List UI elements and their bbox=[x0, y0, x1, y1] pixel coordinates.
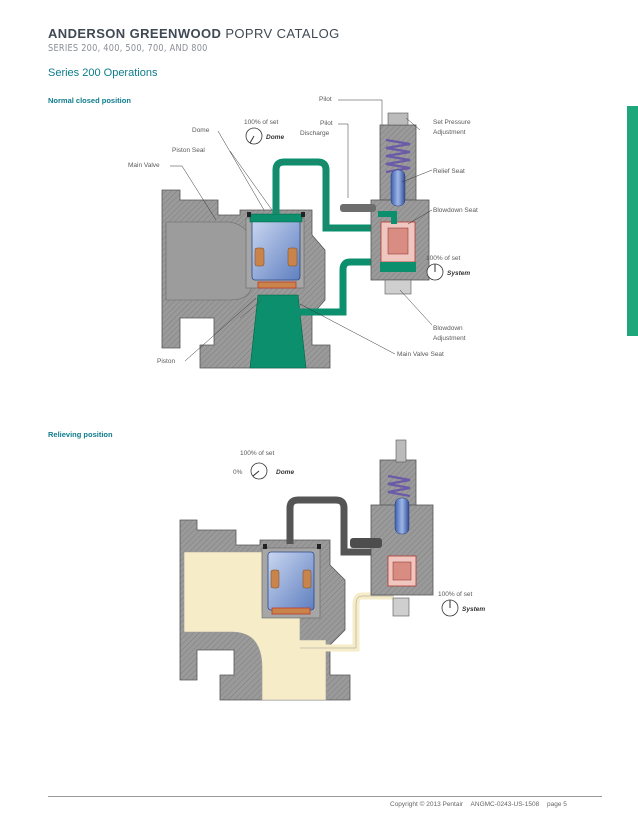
label-blowdown-adj-2: Adjustment bbox=[433, 335, 466, 342]
diagram1-main-valve bbox=[161, 158, 380, 369]
gauge2-dome-name: Dome bbox=[276, 469, 294, 476]
brand-name: ANDERSON GREENWOOD bbox=[48, 26, 222, 41]
diagram1-dome-gauge: 100% of set Dome bbox=[244, 119, 284, 145]
footer-doc-id: ANGMC-0243-US-1508 bbox=[470, 801, 540, 808]
footer-rule bbox=[48, 796, 602, 797]
label-dome: Dome bbox=[192, 127, 210, 134]
label-main-valve-seat: Main Valve Seat bbox=[397, 351, 444, 358]
label-piston-seal: Piston Seal bbox=[172, 147, 205, 154]
catalog-name: POPRV CATALOG bbox=[225, 26, 340, 41]
label-set-pressure-1: Set Pressure bbox=[433, 119, 471, 126]
section-title: Series 200 Operations bbox=[48, 67, 158, 79]
diagram2-main-valve bbox=[179, 496, 394, 701]
gauge1-dome-name: Dome bbox=[266, 134, 284, 141]
diagram2-dome-gauge: 100% of set 0% Dome bbox=[233, 450, 294, 480]
label-pilot-discharge-2: Discharge bbox=[300, 130, 330, 137]
gauge2-dome-scale: 100% of set bbox=[240, 450, 275, 457]
gauge1-dome-scale: 100% of set bbox=[244, 119, 279, 126]
series-subtitle: SERIES 200, 400, 500, 700, AND 800 bbox=[48, 43, 208, 54]
diagram1-system-gauge: 100% of set System bbox=[426, 255, 470, 281]
gauge1-system-scale: 100% of set bbox=[426, 255, 461, 262]
footer-copyright: Copyright © 2013 Pentair bbox=[390, 801, 464, 808]
gauge1-system-name: System bbox=[447, 270, 470, 277]
diagram1-title: Normal closed position bbox=[48, 96, 131, 105]
footer-page: page 5 bbox=[547, 801, 567, 808]
label-blowdown-adj-1: Blowdown bbox=[433, 325, 463, 332]
label-pilot: Pilot bbox=[319, 96, 332, 103]
side-tab-marker bbox=[627, 106, 638, 336]
gauge2-system-scale: 100% of set bbox=[438, 591, 473, 598]
label-piston: Piston bbox=[157, 358, 175, 365]
diagram2-system-gauge: 100% of set System bbox=[438, 591, 485, 617]
label-pilot-discharge-1: Pilot bbox=[320, 120, 333, 127]
label-relief-seat: Relief Seat bbox=[433, 168, 465, 175]
gauge2-system-name: System bbox=[462, 606, 485, 613]
label-main-valve: Main Valve bbox=[128, 162, 160, 169]
gauge2-dome-zero: 0% bbox=[233, 469, 243, 476]
diagram1-pilot bbox=[340, 112, 430, 295]
label-set-pressure-2: Adjustment bbox=[433, 129, 466, 136]
diagram1-labels: Pilot Pilot Discharge Dome Piston Seal M… bbox=[128, 96, 478, 365]
diagram2-title: Relieving position bbox=[48, 430, 113, 439]
diagram1-leader-lines bbox=[170, 99, 433, 362]
diagram2-pilot bbox=[350, 439, 434, 617]
catalog-title: ANDERSON GREENWOOD POPRV CATALOG bbox=[48, 26, 340, 41]
label-blowdown-seat: Blowdown Seat bbox=[433, 207, 478, 214]
page-footer: Copyright © 2013 Pentair ANGMC-0243-US-1… bbox=[390, 801, 573, 808]
